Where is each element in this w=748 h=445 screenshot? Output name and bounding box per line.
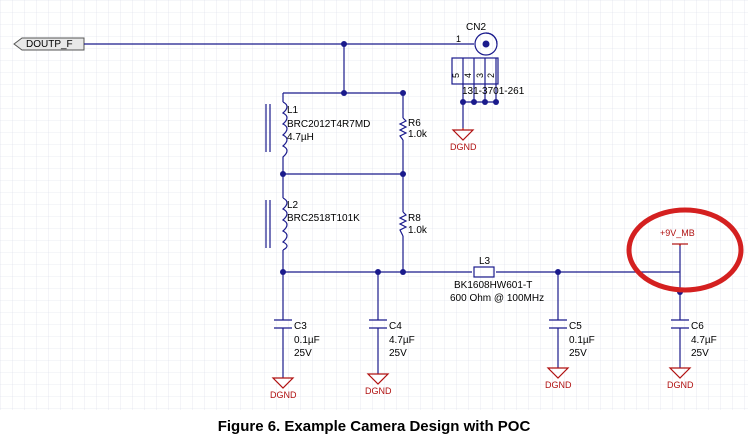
ground-label-c5: DGND	[545, 380, 572, 390]
ground-label-c3: DGND	[270, 390, 297, 400]
schematic-canvas: DOUTP_F	[0, 0, 748, 410]
c3-ref: C3	[294, 321, 307, 332]
junctions	[280, 41, 683, 295]
r8-value: 1.0k	[408, 225, 428, 236]
cn2-pin1: 1	[456, 34, 461, 44]
c6-voltage: 25V	[691, 348, 709, 359]
l1-part: BRC2012T4R7MD	[287, 119, 370, 130]
l2-ref: L2	[287, 200, 299, 211]
highlight-circle	[626, 207, 744, 293]
ground-label-c4: DGND	[365, 386, 392, 396]
grid-background	[0, 0, 748, 410]
ground-c4: DGND	[365, 373, 392, 396]
l1-value: 4.7µH	[287, 132, 314, 143]
r6-value: 1.0k	[408, 129, 428, 140]
resistor-r6: R6 1.0k	[398, 117, 428, 141]
c5-ref: C5	[569, 321, 582, 332]
r8-ref: R8	[408, 213, 421, 224]
l3-part: BK1608HW601-T	[454, 280, 532, 291]
l2-part: BRC2518T101K	[287, 213, 360, 224]
net-label-text: DOUTP_F	[26, 39, 73, 50]
wires	[84, 43, 681, 378]
cn2-pin-2: 2	[486, 73, 496, 78]
l3-value: 600 Ohm @ 100MHz	[450, 293, 544, 304]
ferrite-l3: L3 BK1608HW601-T 600 Ohm @ 100MHz	[450, 256, 544, 304]
inductor-l2: L2 BRC2518T101K	[265, 197, 360, 251]
r6-ref: R6	[408, 118, 421, 129]
c5-value: 0.1µF	[569, 335, 595, 346]
ground-c6: DGND	[667, 367, 694, 390]
cn2-ref: CN2	[466, 22, 486, 33]
ground-c5: DGND	[545, 367, 572, 390]
ground-cn2: DGND	[450, 128, 477, 152]
inductor-l1: L1 BRC2012T4R7MD 4.7µH	[265, 101, 370, 160]
c4-value: 4.7µF	[389, 335, 415, 346]
c3-value: 0.1µF	[294, 335, 320, 346]
l3-ref: L3	[479, 256, 491, 267]
c4-ref: C4	[389, 321, 402, 332]
ground-c3: DGND	[270, 377, 297, 400]
ground-label-c6: DGND	[667, 380, 694, 390]
c6-value: 4.7µF	[691, 335, 717, 346]
capacitor-c3: C3 0.1µF 25V	[274, 319, 320, 359]
cn2-pin-5: 5	[451, 73, 461, 78]
figure-caption: Figure 6. Example Camera Design with POC	[217, 418, 531, 435]
capacitor-c6: C6 4.7µF 25V	[671, 319, 717, 359]
c6-ref: C6	[691, 321, 704, 332]
capacitor-c4: C4 4.7µF 25V	[369, 319, 415, 359]
cn2-pin-3: 3	[475, 73, 485, 78]
c4-voltage: 25V	[389, 348, 407, 359]
capacitor-c5: C5 0.1µF 25V	[549, 319, 595, 359]
cn2-pin-4: 4	[463, 73, 473, 78]
l1-ref: L1	[287, 105, 299, 116]
resistor-r8: R8 1.0k	[398, 211, 428, 237]
c5-voltage: 25V	[569, 348, 587, 359]
c3-voltage: 25V	[294, 348, 312, 359]
power-9v: +9V_MB	[660, 228, 695, 246]
ground-label-cn2: DGND	[450, 142, 477, 152]
cn2-part: 131-3701-261	[462, 86, 525, 97]
net-label-doutp: DOUTP_F	[13, 37, 85, 51]
connector-cn2: CN2 1 5 4 3 2 131-3701-261	[451, 22, 525, 128]
power-label: +9V_MB	[660, 228, 695, 238]
